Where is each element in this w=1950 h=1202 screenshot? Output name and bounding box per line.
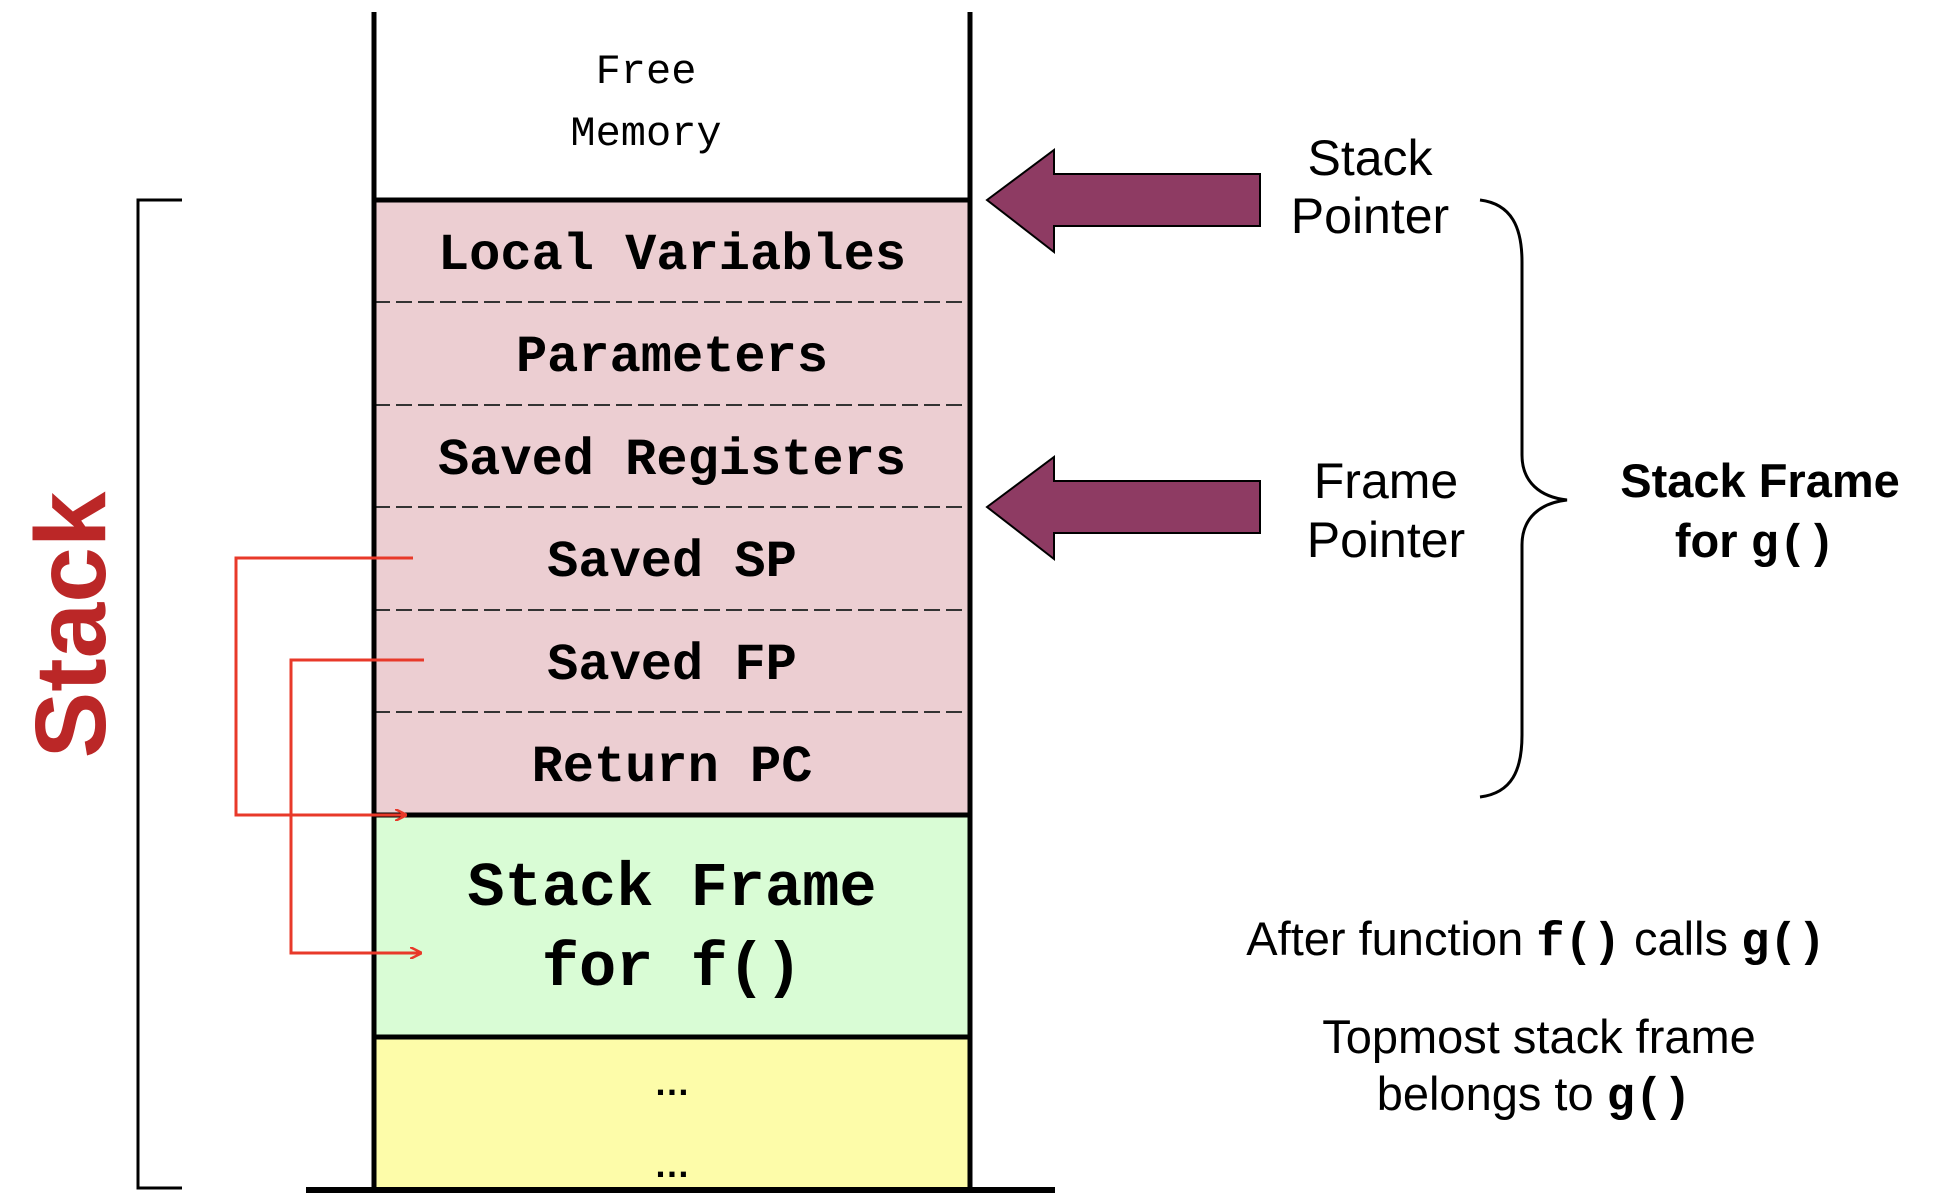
saved-fp-link-arrow	[289, 658, 424, 953]
brace-label-code: g()	[1751, 519, 1836, 572]
caption-code-f: f()	[1536, 917, 1621, 970]
frame-pointer-arrow	[985, 455, 1261, 562]
older-frames-dots-2: …	[654, 1144, 690, 1185]
brace-label-line1: Stack Frame	[1620, 454, 1900, 507]
frame-pointer-line1: Frame	[1314, 453, 1458, 509]
frame-g-brace	[1479, 198, 1568, 799]
stack-pointer-arrow	[985, 148, 1261, 255]
cell-parameters: Parameters	[516, 328, 828, 387]
stack-column-outline	[306, 12, 1055, 1193]
cell-saved-registers: Saved Registers	[438, 431, 906, 490]
frame-g-dividers	[374, 301, 970, 713]
frame-f-line2: for f()	[542, 933, 802, 1004]
stack-pointer-line2: Pointer	[1291, 188, 1449, 244]
older-frames-dots-1: …	[654, 1062, 690, 1103]
brace-label-line2: for g()	[1675, 514, 1835, 572]
stack-pointer-line1: Stack	[1307, 130, 1433, 186]
caption-after-call-prefix: After function	[1246, 912, 1536, 965]
caption-after-call: After function f() calls g()	[1246, 912, 1825, 970]
cell-return-pc: Return PC	[532, 738, 813, 797]
free-memory-line2: Memory	[570, 110, 721, 158]
frame-pointer-line2: Pointer	[1307, 512, 1465, 568]
older-frames-region	[374, 1037, 970, 1188]
caption-after-call-middle: calls	[1621, 912, 1741, 965]
cell-saved-sp: Saved SP	[547, 533, 797, 592]
caption-topmost-prefix: belongs to	[1377, 1067, 1607, 1120]
saved-sp-link-arrow	[234, 556, 413, 815]
free-memory-line1: Free	[596, 48, 697, 96]
caption-topmost-code: g()	[1607, 1072, 1692, 1125]
caption-topmost-line2: belongs to g()	[1377, 1067, 1692, 1125]
frame-f-line1: Stack Frame	[467, 853, 876, 924]
stack-bracket	[136, 198, 182, 1190]
caption-code-g: g()	[1741, 917, 1826, 970]
brace-label-for: for	[1675, 514, 1751, 567]
cell-saved-fp: Saved FP	[547, 636, 797, 695]
frame-f-region	[374, 815, 970, 1037]
cell-local-variables: Local Variables	[438, 226, 906, 285]
caption-topmost-line1: Topmost stack frame	[1322, 1010, 1756, 1063]
stack-label: Stack	[15, 491, 127, 758]
